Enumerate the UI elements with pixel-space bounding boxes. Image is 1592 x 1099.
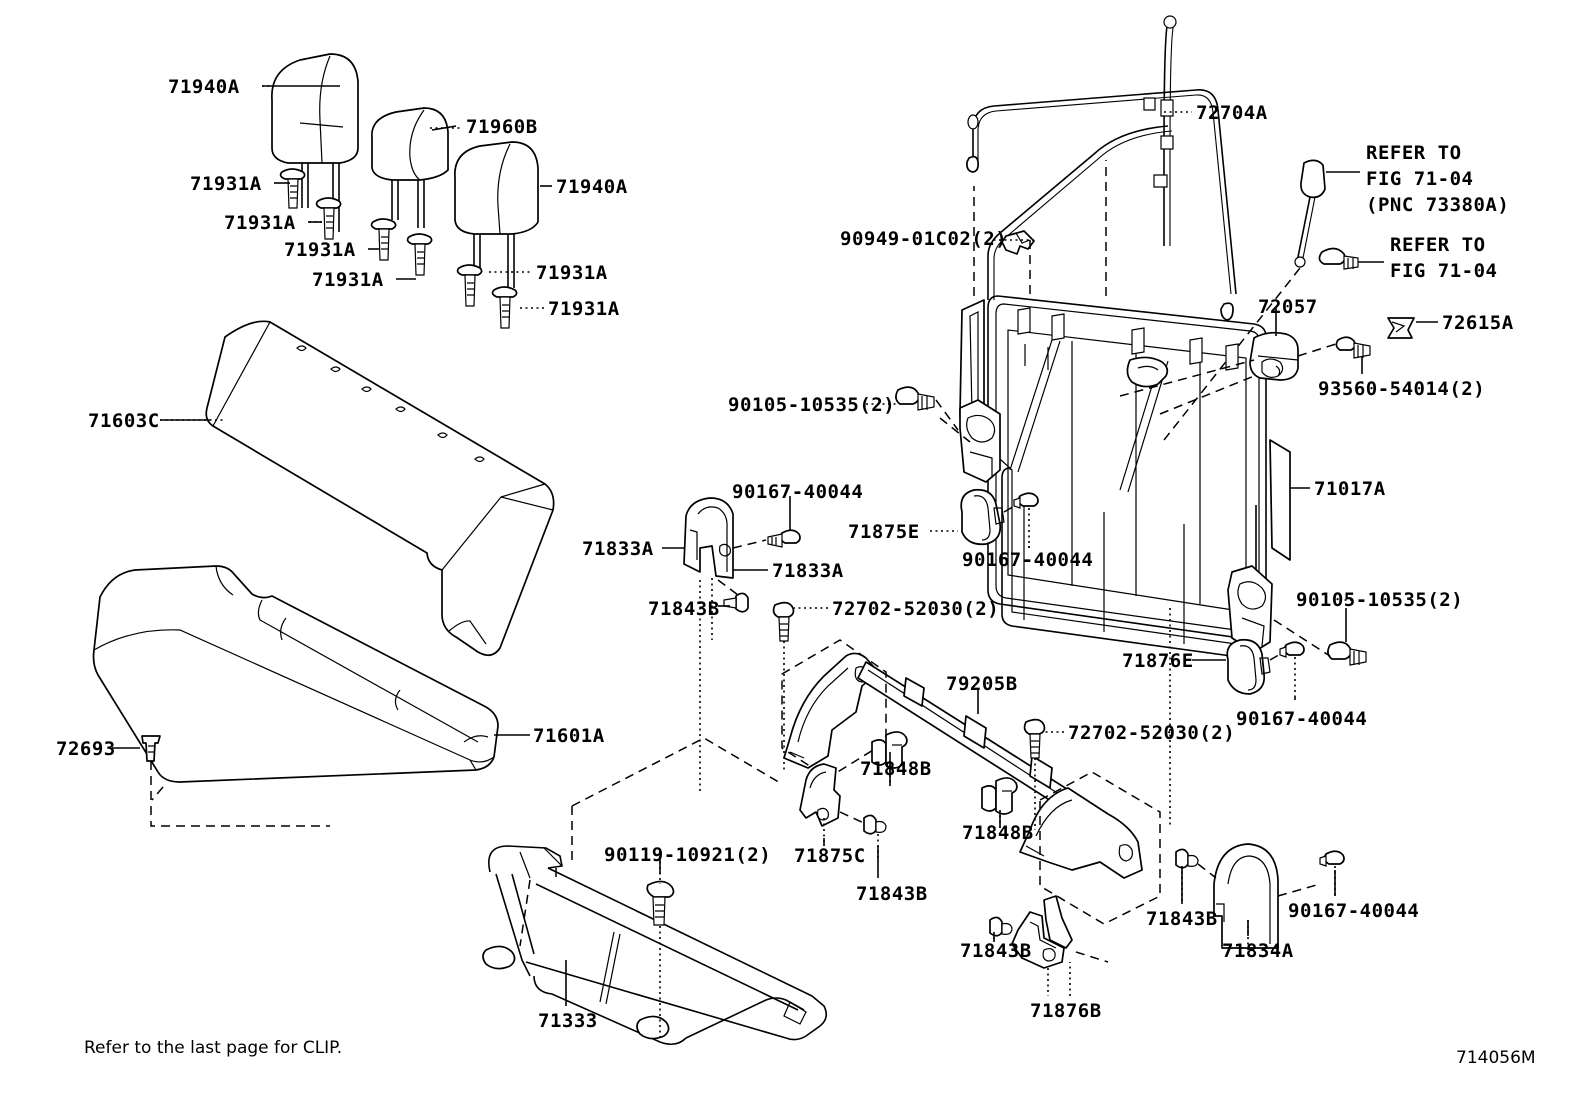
lock-screw-art: [1335, 336, 1371, 359]
callout-72615A[interactable]: 72615A: [1442, 312, 1514, 334]
cover-screw-right-art: [1319, 850, 1345, 867]
seatback-frame-art: [959, 295, 1291, 659]
callout-90167-40044-topleft[interactable]: 90167-40044: [732, 481, 864, 503]
callout-71843B-lower[interactable]: 71843B: [960, 940, 1032, 962]
cover-screw-top-left-art: [767, 529, 801, 548]
callout-72057[interactable]: 72057: [1258, 296, 1318, 318]
callout-71940A-left[interactable]: 71940A: [168, 76, 240, 98]
headrest-center-art: [371, 107, 449, 228]
track-cover-center-art: [799, 763, 841, 827]
callout-93560-54014[interactable]: 93560-54014(2): [1318, 378, 1486, 400]
track-grommet-right-art: [981, 777, 1018, 815]
callout-71940A-right[interactable]: 71940A: [556, 176, 628, 198]
callout-71931A-6[interactable]: 71931A: [548, 298, 620, 320]
callout-71960B[interactable]: 71960B: [466, 116, 538, 138]
cable-clamp-art: [1001, 230, 1035, 255]
callout-71834A[interactable]: 71834A: [1222, 940, 1294, 962]
callout-71333[interactable]: 71333: [538, 1010, 598, 1032]
callout-72702-52030-left[interactable]: 72702-52030(2): [832, 598, 1000, 620]
headrest-left-art: [271, 53, 359, 232]
callout-71931A-3[interactable]: 71931A: [284, 239, 356, 261]
hinge-bolt-right-art: [1327, 641, 1367, 666]
callout-71931A-5[interactable]: 71931A: [536, 262, 608, 284]
callout-71601A[interactable]: 71601A: [533, 725, 605, 747]
callout-71833A-inner[interactable]: 71833A: [772, 560, 844, 582]
callout-72693[interactable]: 72693: [56, 738, 116, 760]
callout-71931A-1[interactable]: 71931A: [190, 173, 262, 195]
seat-cushion-art: [92, 565, 499, 783]
callout-90167-40044-lower[interactable]: 90167-40044: [1236, 708, 1368, 730]
cushion-clip-art: [141, 735, 161, 762]
cover-clip-left-art: [723, 592, 749, 613]
callout-71931A-4[interactable]: 71931A: [312, 269, 384, 291]
callout-90167-40044-right[interactable]: 90167-40044: [1288, 900, 1420, 922]
callout-72704A[interactable]: 72704A: [1196, 102, 1268, 124]
cover-screw-lower-mid-art: [1279, 641, 1305, 658]
cover-clip-center-art: [863, 814, 887, 835]
callout-71843B-center[interactable]: 71843B: [856, 883, 928, 905]
callout-71876B[interactable]: 71876B: [1030, 1000, 1102, 1022]
callout-71843B-left[interactable]: 71843B: [648, 598, 720, 620]
hinge-cover-outer-left-art: [683, 497, 734, 579]
track-grommet-left-art: [871, 731, 908, 769]
callout-71875C[interactable]: 71875C: [794, 845, 866, 867]
hinge-cover-right-art: [1213, 843, 1279, 949]
hinge-cap-bottom-art: [1011, 895, 1073, 969]
figure-code: 714056M: [1456, 1048, 1536, 1068]
callout-71848B-left[interactable]: 71848B: [860, 758, 932, 780]
callout-90105-10535-left[interactable]: 90105-10535(2): [728, 394, 896, 416]
seatback-cover-art: [205, 320, 555, 657]
cover-screw-upper-mid-art: [1013, 492, 1039, 509]
callout-71603C[interactable]: 71603C: [88, 410, 160, 432]
striker-cover-art: [1387, 317, 1415, 339]
callout-71843B-right[interactable]: 71843B: [1146, 908, 1218, 930]
cover-clip-right-art: [1175, 848, 1199, 869]
diagram-footnote: Refer to the last page for CLIP.: [84, 1038, 343, 1058]
callout-90105-10535-right[interactable]: 90105-10535(2): [1296, 589, 1464, 611]
callout-90167-40044-upper[interactable]: 90167-40044: [962, 549, 1094, 571]
headrest-support-art-group: [279, 168, 518, 329]
track-bolt-right-art: [1023, 718, 1046, 759]
seat-track-cross-member-art: [783, 652, 1143, 879]
callout-71876E[interactable]: 71876E: [1122, 650, 1194, 672]
callout-90949-01C02[interactable]: 90949-01C02(2): [840, 228, 1008, 250]
hinge-bolt-left-art: [895, 386, 935, 411]
refer-rod-art: [1294, 159, 1359, 270]
callout-71017A[interactable]: 71017A: [1314, 478, 1386, 500]
seat-cushion-frame-art: [482, 845, 828, 1046]
callout-90119-10921[interactable]: 90119-10921(2): [604, 844, 772, 866]
callout-71931A-2[interactable]: 71931A: [224, 212, 296, 234]
callout-refer-fig-71-04-pnc[interactable]: REFER TO FIG 71-04 (PNC 73380A): [1366, 142, 1510, 216]
reclining-cable-art: [966, 15, 1237, 321]
callout-72702-52030-right[interactable]: 72702-52030(2): [1068, 722, 1236, 744]
seatback-lock-art: [1249, 331, 1299, 381]
cover-clip-lower-art: [989, 916, 1013, 937]
callout-71848B-right[interactable]: 71848B: [962, 822, 1034, 844]
callout-71833A-outer[interactable]: 71833A: [582, 538, 654, 560]
hinge-cap-upper-art: [960, 488, 1005, 546]
track-bolt-left-art: [772, 601, 795, 642]
callout-79205B[interactable]: 79205B: [946, 673, 1018, 695]
callout-refer-fig-71-04[interactable]: REFER TO FIG 71-04: [1390, 234, 1498, 282]
callout-71875E[interactable]: 71875E: [848, 521, 920, 543]
frame-bolt-art: [646, 880, 675, 926]
headrest-right-art: [454, 141, 539, 288]
hinge-cap-lower-art: [1226, 638, 1271, 695]
